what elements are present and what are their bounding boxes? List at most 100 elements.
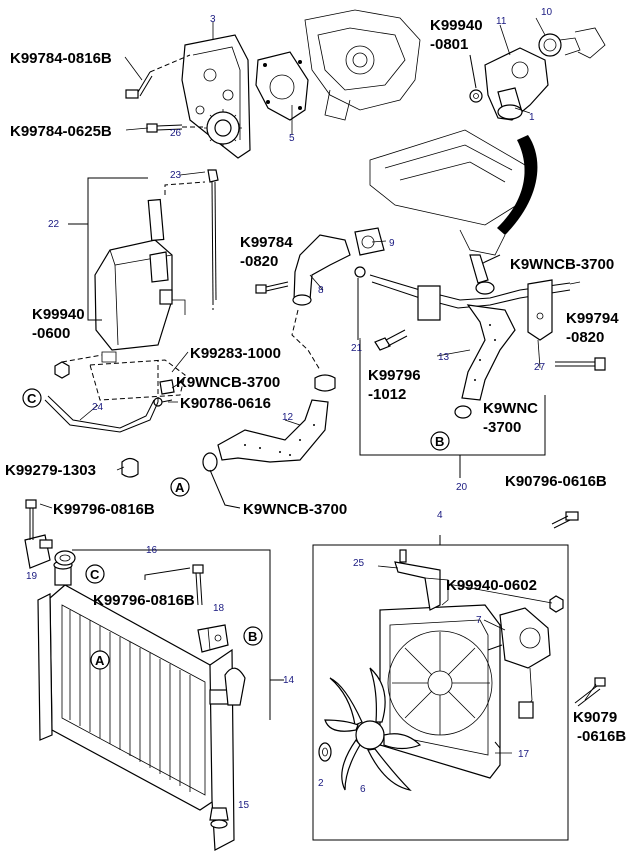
svg-text:C: C (27, 391, 37, 406)
callout-a-hose: A (170, 477, 190, 497)
item-number-3: 3 (210, 14, 216, 25)
bolt-k99796-1012 (374, 329, 408, 351)
engine-block-sketch (304, 9, 421, 121)
label-k99796-0816b-left: K99796-0816B (53, 501, 155, 518)
label-k99794-0820-line1: K99794 (566, 310, 619, 327)
svg-text:B: B (248, 629, 257, 644)
label-k9wncb-3700-mid: K9WNCB-3700 (176, 374, 280, 391)
item-number-22: 22 (48, 219, 60, 230)
overflow-hose (44, 395, 159, 433)
mount-bracket-19 (24, 499, 53, 569)
label-k90786-0616: K90786-0616 (180, 395, 271, 412)
o-ring-21 (354, 266, 366, 278)
upper-mount-bracket-18 (197, 624, 229, 653)
water-pump-pulley (204, 109, 242, 147)
item-number-15: 15 (238, 800, 250, 811)
engine-head-sketch (369, 129, 526, 256)
clamp-k9wncb-3700-a (314, 374, 336, 392)
nut-k99940-0602 (549, 595, 564, 613)
label-k9wncb-3700-top: K9WNCB-3700 (510, 256, 614, 273)
svg-text:A: A (95, 653, 105, 668)
label-k99784-0625b: K99784-0625B (10, 123, 112, 140)
label-k90796-0616b-side-line1: K9079 (573, 709, 617, 726)
label-k99940-0600-line1: K99940 (32, 306, 85, 323)
label-k9wnc-3700-line1: K9WNC (483, 400, 538, 417)
location-arrow (497, 135, 538, 235)
clamp-k99279-1303 (121, 457, 139, 478)
fan-motor (487, 607, 551, 719)
item-number-5: 5 (289, 133, 295, 144)
item-number-10: 10 (541, 7, 553, 18)
radiator (37, 584, 246, 851)
svg-text:A: A (175, 480, 185, 495)
item-number-19: 19 (26, 571, 38, 582)
label-k99784-0816b: K99784-0816B (10, 50, 112, 67)
item-number-8: 8 (318, 285, 324, 296)
item-number-26: 26 (170, 128, 182, 139)
label-k99796-1012-line2: -1012 (368, 386, 406, 403)
pipe-hose-13 (461, 304, 516, 401)
bolt-k90796-0616b-top (551, 511, 579, 529)
thermostat-housing (484, 47, 549, 121)
item-number-18: 18 (213, 603, 225, 614)
item-number-1: 1 (529, 112, 535, 123)
item-number-16: 16 (146, 545, 158, 556)
item-number-4: 4 (437, 510, 443, 521)
water-outlet-fitting-9 (354, 227, 385, 256)
item-number-25: 25 (353, 558, 365, 569)
item-number-27: 27 (534, 362, 546, 373)
label-k99940-0600-line2: -0600 (32, 325, 70, 342)
hose-fitting-k9wncb-3700 (469, 254, 495, 295)
label-k9wnc-3700-line2: -3700 (483, 419, 521, 436)
label-k99794-0820-line2: -0820 (566, 329, 604, 346)
item-number-23: 23 (170, 170, 182, 181)
callout-c-overflow: C (22, 388, 42, 408)
item-number-11: 11 (496, 16, 507, 27)
nut-k99940-0600 (54, 361, 70, 379)
item-number-17: 17 (518, 749, 530, 760)
thermostat (538, 27, 606, 59)
callout-b-pipe: B (430, 431, 450, 451)
label-k9wncb-3700-bottom: K9WNCB-3700 (243, 501, 347, 518)
coolant-reservoir-tank (94, 198, 186, 363)
item-number-9: 9 (389, 238, 395, 249)
washer-k99940-0801 (469, 89, 483, 103)
upper-hose-8 (292, 234, 351, 306)
label-k99940-0801-line2: -0801 (430, 36, 468, 53)
drain-plug-15 (209, 807, 229, 829)
label-k99279-1303: K99279-1303 (5, 462, 96, 479)
bolt-k99784-0816b (125, 54, 191, 99)
item-number-14: 14 (283, 675, 295, 686)
item-number-2: 2 (318, 778, 324, 789)
bushing-16 (54, 550, 76, 566)
hose-clamp-k99283-1000 (159, 379, 175, 395)
label-k90796-0616b-side-line2: -0616B (577, 728, 626, 745)
label-k99940-0801-line1: K99940 (430, 17, 483, 34)
fan-shroud (379, 604, 501, 779)
item-number-13: 13 (438, 352, 450, 363)
callout-c-radiator: C (85, 564, 105, 584)
label-k99940-0602: K99940-0602 (446, 577, 537, 594)
bolt-k90796-0616b-side (574, 677, 606, 707)
item-number-7: 7 (476, 615, 482, 626)
label-k99796-0816b-center: K99796-0816B (93, 592, 195, 609)
svg-text:B: B (435, 434, 444, 449)
dipstick-cap (207, 169, 219, 301)
label-k99283-1000: K99283-1000 (190, 345, 281, 362)
callout-b-radiator: B (243, 626, 263, 646)
svg-text:C: C (90, 567, 100, 582)
washer-2 (318, 742, 332, 762)
fan-blade (324, 667, 422, 791)
label-k99796-1012-line1: K99796 (368, 367, 421, 384)
bolt-k99794-0820 (555, 357, 606, 371)
clamp-k9wncb-3700-b (202, 452, 218, 472)
clamp-k9wnc-3700 (454, 405, 472, 419)
bolt-k99784-0820 (255, 281, 289, 294)
label-k99784-0820-line1: K99784 (240, 234, 293, 251)
pump-gasket (255, 51, 309, 121)
label-k90796-0616b: K90796-0616B (505, 473, 607, 490)
item-number-20: 20 (456, 482, 468, 493)
item-number-24: 24 (92, 402, 104, 413)
item-number-6: 6 (360, 784, 366, 795)
